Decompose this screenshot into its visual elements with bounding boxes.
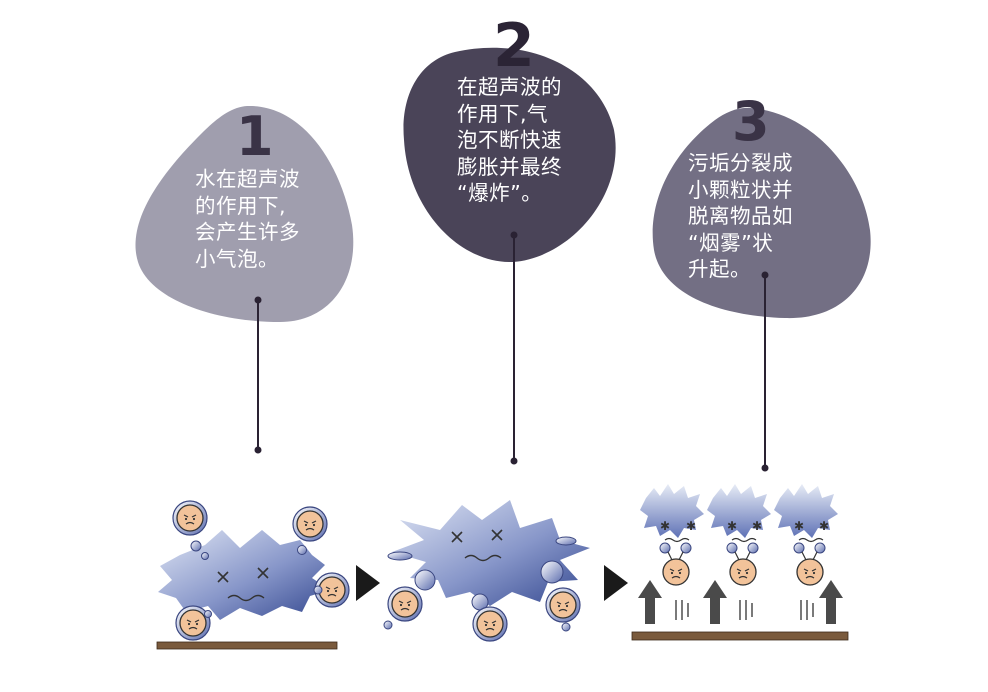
up-arrow-icon (703, 580, 727, 624)
dirt-particle (726, 542, 759, 586)
illustration-dirt-lifting: ✱ ✱ ✱ ✱ ✱ ✱ (631, 484, 849, 641)
svg-text:✱: ✱ (752, 519, 762, 533)
dirt-particle (659, 542, 692, 586)
bubble-character (173, 501, 207, 535)
next-arrow-icon (356, 565, 380, 601)
dirt-blob (158, 530, 330, 620)
up-arrow-icon (638, 580, 662, 624)
bubble-character (473, 607, 507, 641)
step-3-number: 3 (732, 90, 770, 153)
surface (631, 631, 849, 641)
step-3-bubble (652, 107, 871, 319)
step-2-text: 在超声波的 作用下,气 泡不断快速 膨胀并最终 “爆炸”。 (457, 75, 562, 205)
bubble-character (388, 587, 422, 621)
step-1-text: 水在超声波 的作用下, 会产生许多 小气泡。 (195, 167, 300, 271)
smoke-cloud (774, 484, 838, 538)
step-3-text: 污垢分裂成 小颗粒状并 脱离物品如 “烟雾”状 升起。 (688, 151, 793, 281)
next-arrow-icon (604, 565, 628, 601)
svg-text:✱: ✱ (794, 519, 804, 533)
surface (156, 641, 338, 650)
step-2-connector (510, 231, 518, 465)
svg-text:✱: ✱ (686, 519, 696, 533)
svg-text:✱: ✱ (660, 519, 670, 533)
step-2-bubble (403, 47, 616, 263)
bubble-character (176, 606, 210, 640)
step-2-number: 2 (493, 11, 535, 81)
up-arrow-icon (819, 580, 843, 624)
illustration-bubbles-bursting (383, 500, 590, 641)
step-1-connector (254, 296, 262, 454)
smoke-cloud (640, 484, 704, 538)
illustration-bubbles-forming (156, 501, 349, 650)
step-1-number: 1 (236, 105, 274, 168)
dirt-particle (793, 542, 826, 586)
svg-text:✱: ✱ (727, 519, 737, 533)
step-1-bubble (135, 105, 354, 322)
bubble-character (293, 507, 327, 541)
dirt-blob (392, 500, 590, 606)
step-3-connector (761, 271, 769, 472)
bubble-character (546, 588, 580, 622)
svg-text:✱: ✱ (819, 519, 829, 533)
smoke-cloud (707, 484, 771, 538)
